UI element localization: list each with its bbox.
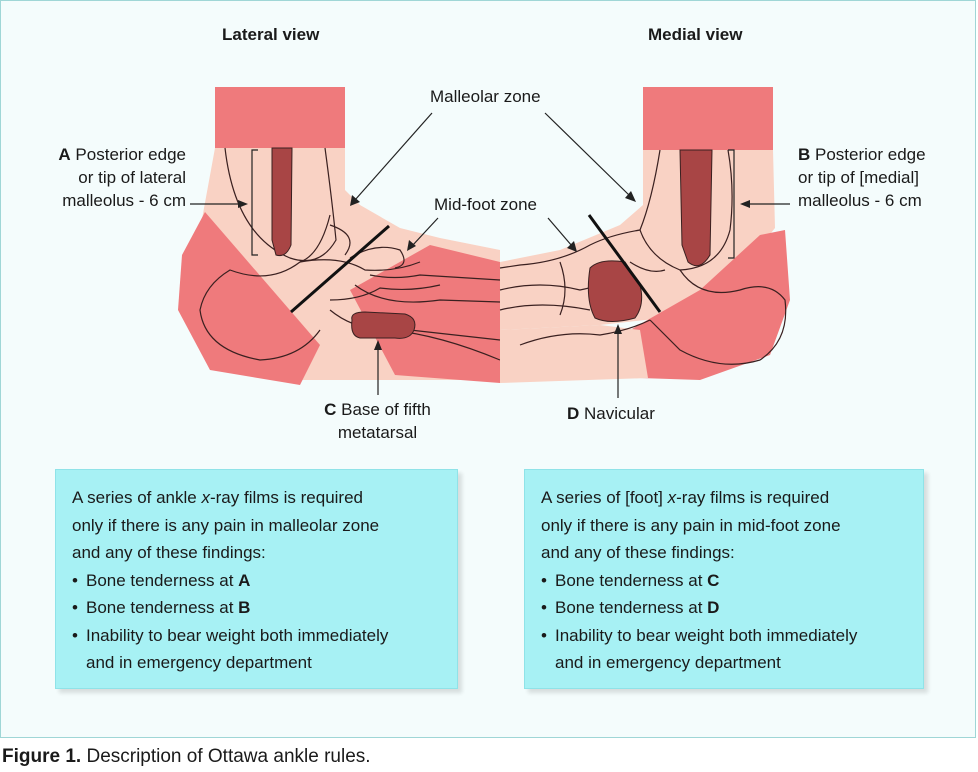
list-item-continuation: and in emergency department	[555, 653, 781, 672]
ankle-xray-criteria-box: A series of ankle x-ray films is require…	[55, 469, 458, 689]
lateral-foot-illustration	[178, 87, 501, 395]
point-b-line3: malleolus - 6 cm	[798, 191, 922, 210]
point-b-line1: Posterior edge	[815, 145, 926, 164]
point-b-letter: B	[798, 145, 811, 164]
ankle-diagram	[178, 87, 790, 398]
medial-foot-illustration	[499, 87, 790, 398]
point-b-label: B Posterior edge or tip of [medial] mall…	[798, 143, 926, 212]
point-a-line2: or tip of lateral	[78, 168, 186, 187]
caption-label: Figure 1.	[2, 746, 82, 767]
ankle-box-intro-3: and any of these findings:	[72, 543, 266, 562]
list-item: •Bone tenderness at C	[541, 570, 720, 590]
foot-box-intro-2: only if there is any pain in mid-foot zo…	[541, 515, 841, 535]
point-a-letter: A	[58, 145, 71, 164]
ankle-box-findings: •Bone tenderness at A •Bone tenderness a…	[72, 567, 457, 677]
list-item: •Bone tenderness at A	[72, 570, 251, 590]
midfoot-zone-label: Mid-foot zone	[434, 195, 537, 214]
caption-text: Description of Ottawa ankle rules.	[81, 746, 371, 767]
point-d-label: D Navicular	[567, 402, 655, 425]
point-a-label: A Posterior edge or tip of lateral malle…	[20, 143, 186, 212]
figure-caption: Figure 1. Description of Ottawa ankle ru…	[2, 745, 371, 769]
malleolar-zone-label: Malleolar zone	[430, 87, 541, 106]
point-b-line2: or tip of [medial]	[798, 168, 919, 187]
list-item: •Inability to bear weight both immediate…	[541, 625, 858, 645]
point-c-line2: metatarsal	[337, 423, 418, 442]
point-a-line1: Posterior edge	[75, 145, 186, 164]
point-d-line1: Navicular	[584, 404, 655, 423]
point-a-line3: malleolus - 6 cm	[62, 191, 186, 210]
point-c-label: C Base of fifth metatarsal	[300, 398, 455, 444]
medial-view-heading: Medial view	[648, 25, 743, 44]
list-item: •Bone tenderness at D	[541, 598, 720, 617]
lateral-view-heading: Lateral view	[222, 25, 320, 44]
foot-box-intro-3: and any of these findings:	[541, 543, 735, 562]
foot-box-intro-1: A series of [foot] x-ray films is requir…	[541, 488, 830, 507]
list-item-continuation: and in emergency department	[86, 653, 312, 672]
point-d-letter: D	[567, 404, 580, 423]
foot-box-findings: •Bone tenderness at C •Bone tenderness a…	[541, 567, 923, 677]
point-c-letter: C	[324, 400, 337, 419]
list-item: •Bone tenderness at B	[72, 598, 251, 617]
list-item: •Inability to bear weight both immediate…	[72, 625, 389, 645]
foot-xray-criteria-box: A series of [foot] x-ray films is requir…	[524, 469, 924, 689]
point-c-line1: Base of fifth	[341, 400, 431, 419]
ankle-box-intro-2: only if there is any pain in malleolar z…	[72, 515, 380, 535]
ankle-box-intro-1: A series of ankle x-ray films is require…	[72, 488, 364, 507]
